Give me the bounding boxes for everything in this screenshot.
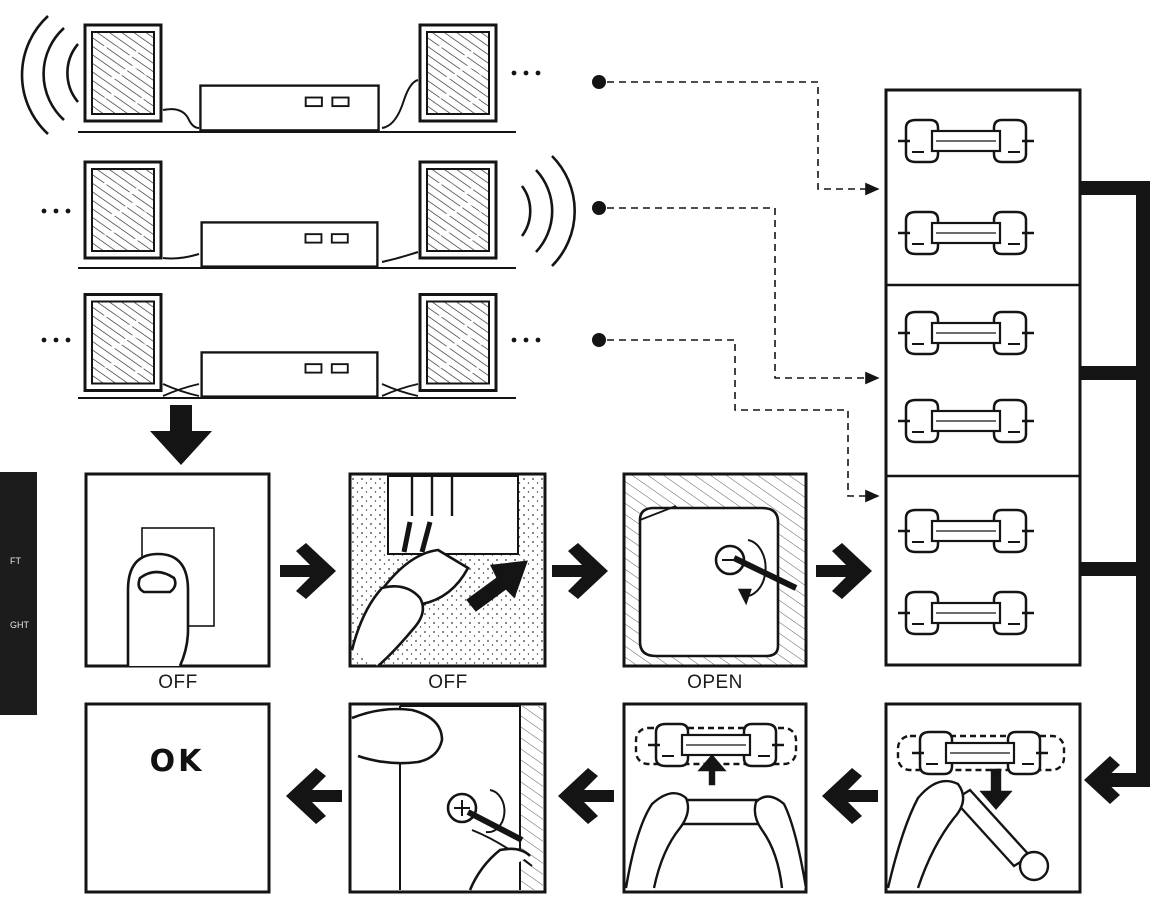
step-panel-ok <box>84 702 271 894</box>
arrow-right-icon <box>280 543 336 599</box>
step-panel-unplug <box>348 472 547 668</box>
step-panel-open-cover <box>622 472 808 668</box>
stereo-row-2 <box>41 155 606 269</box>
speaker-left-icon <box>83 292 163 393</box>
speaker-right-icon <box>418 23 498 123</box>
sound-waves-right-icon <box>520 155 576 267</box>
ellipsis-icon <box>41 208 71 214</box>
unscrew-cover-icon <box>638 505 798 658</box>
connector-dot <box>592 75 606 89</box>
tighten-screw-icon <box>351 705 533 891</box>
arrow-left-icon <box>558 768 614 824</box>
arrow-left-icon <box>822 768 878 824</box>
step-panel-remove-fuse <box>884 702 1082 894</box>
side-tab: FT GHT <box>0 472 37 715</box>
flow-bracket <box>1080 181 1150 804</box>
remove-fuse-icon <box>886 730 1066 889</box>
down-arrow-icon <box>150 405 212 465</box>
speaker-right-icon <box>418 160 498 260</box>
ellipsis-icon <box>511 70 541 76</box>
amplifier-icon <box>200 351 379 398</box>
side-tab-text-2: GHT <box>10 620 29 630</box>
arrow-right-icon <box>816 543 872 599</box>
connector-dot <box>592 333 606 347</box>
step-label-off-switch: OFF <box>158 672 198 693</box>
amplifier-icon <box>199 84 380 132</box>
arrow-left-icon <box>286 768 342 824</box>
ok-label: OK <box>149 744 205 779</box>
stereo-row-3 <box>41 292 606 399</box>
amplifier-icon <box>200 221 379 268</box>
speaker-left-icon <box>83 23 163 123</box>
fuse-panel-stack <box>884 88 1082 667</box>
speaker-right-icon <box>418 292 498 393</box>
step-panel-insert-fuse <box>622 702 808 894</box>
step-label-open: OPEN <box>687 672 743 693</box>
finger-press-switch-icon <box>126 552 190 667</box>
side-tab-text-1: FT <box>10 556 21 566</box>
insert-fuse-icon <box>624 722 808 889</box>
stereo-row-1 <box>20 15 606 135</box>
sound-waves-left-icon <box>20 15 80 135</box>
speaker-left-icon <box>83 160 163 260</box>
arrow-right-icon <box>552 543 608 599</box>
ellipsis-icon <box>41 337 541 343</box>
unplug-power-cord-icon <box>350 521 528 667</box>
step-label-unplug: OFF <box>428 672 468 693</box>
dashed-connectors <box>607 81 880 503</box>
step-panel-off-switch <box>84 472 271 668</box>
step-panel-tighten-screw <box>348 702 547 894</box>
connector-dot <box>592 201 606 215</box>
